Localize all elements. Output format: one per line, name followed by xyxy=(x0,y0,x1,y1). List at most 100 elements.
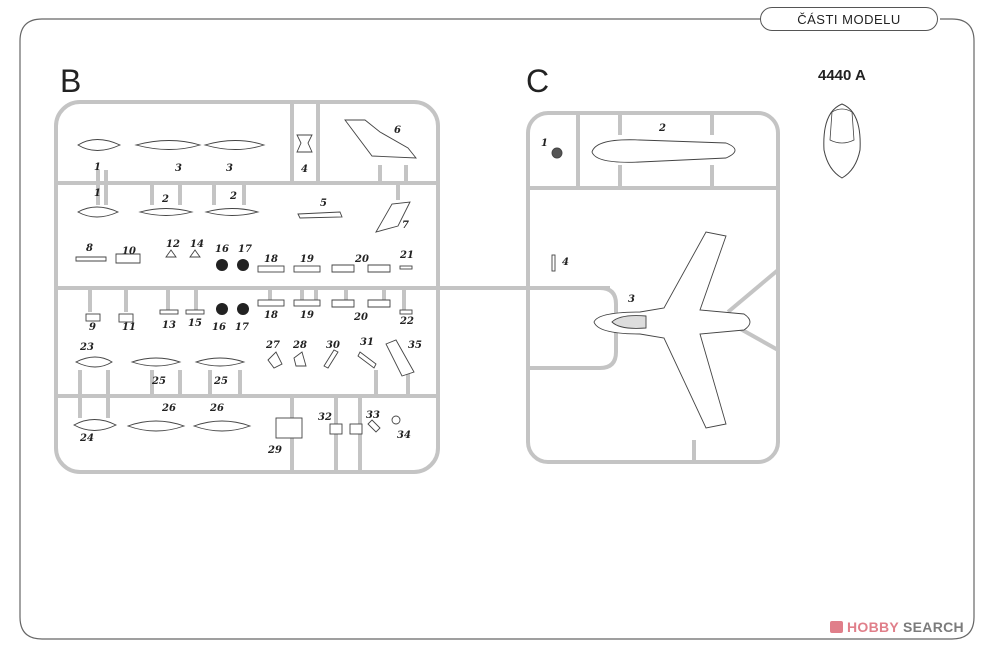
part-b35 xyxy=(385,339,415,377)
part-b19-lower xyxy=(293,299,321,307)
part-c4 xyxy=(551,254,556,272)
sprue-b-label: 20 xyxy=(353,312,368,323)
sprue-b-label: 12 xyxy=(166,239,180,250)
clear-part-code: 4440 A xyxy=(818,67,866,84)
sprue-c-label: 1 xyxy=(541,138,548,149)
part-b26-b xyxy=(192,420,252,432)
sprue-b-label: 11 xyxy=(122,322,136,333)
part-b33 xyxy=(367,419,381,433)
sprue-b-label: 29 xyxy=(267,445,282,456)
part-b9 xyxy=(85,313,101,322)
sprue-c-label: 3 xyxy=(628,294,635,305)
part-b8 xyxy=(75,256,107,262)
sprue-b-label: 3 xyxy=(175,163,182,174)
sprue-b-label: 34 xyxy=(397,430,411,441)
sprue-b-label: 35 xyxy=(408,340,422,351)
part-b32 xyxy=(329,423,343,435)
sprue-b-label: 25 xyxy=(213,376,228,387)
part-b18-lower xyxy=(257,299,285,307)
part-b31 xyxy=(357,351,377,369)
sprue-b-label: 22 xyxy=(399,316,414,327)
part-b13 xyxy=(159,309,179,315)
part-b20b-lower xyxy=(367,299,391,308)
sprue-b-label: 5 xyxy=(320,198,327,209)
sprue-b-label: 16 xyxy=(215,244,229,255)
sprue-b-label: 17 xyxy=(235,322,249,333)
watermark-brand: HOBBY xyxy=(847,619,899,635)
sprue-b-label: 13 xyxy=(162,320,176,331)
part-b20-lower xyxy=(331,299,355,308)
part-b15 xyxy=(185,309,205,315)
part-b5 xyxy=(297,211,343,219)
sprue-b-label: 28 xyxy=(292,340,307,351)
brand-logo-icon xyxy=(830,621,843,633)
sprue-b-label: 14 xyxy=(190,239,204,250)
part-b22 xyxy=(399,309,413,315)
sprue-b-label: 19 xyxy=(300,254,314,265)
sprue-b-label: 1 xyxy=(94,188,101,199)
sprue-b-label: 10 xyxy=(122,246,136,257)
part-b7 xyxy=(375,201,411,233)
sprue-b-label: 19 xyxy=(300,310,314,321)
part-b16-lower xyxy=(216,303,228,315)
part-b14 xyxy=(189,249,201,258)
part-b10 xyxy=(115,253,141,264)
sprue-b-label: 18 xyxy=(264,254,278,265)
sprue-b-label: 9 xyxy=(89,322,96,333)
canopy-frame-detail xyxy=(829,108,855,144)
sprue-b: B xyxy=(54,63,610,474)
sprue-b-label: 2 xyxy=(229,191,237,202)
sprue-b-label: 21 xyxy=(399,250,414,261)
sprue-b-label: 16 xyxy=(212,322,226,333)
part-b30 xyxy=(323,349,339,369)
sprue-b-label: 26 xyxy=(209,403,224,414)
part-b12 xyxy=(165,249,177,258)
part-b2-a xyxy=(138,208,194,216)
sprue-c-label: 2 xyxy=(658,123,666,134)
sprue-b-label: 26 xyxy=(161,403,176,414)
sprue-b-label: 30 xyxy=(326,340,340,351)
sprue-b-label: 33 xyxy=(366,410,380,421)
sprue-b-label: 27 xyxy=(265,340,280,351)
sprue-b-label: 20 xyxy=(354,254,369,265)
part-b19-upper xyxy=(293,265,321,273)
sprue-b-letter: B xyxy=(60,63,81,99)
part-c3-cockpit xyxy=(611,315,647,329)
sprue-b-label: 1 xyxy=(94,162,101,173)
sprue-b-label: 24 xyxy=(79,433,94,444)
part-b32b xyxy=(349,423,363,435)
part-b18-upper xyxy=(257,265,285,273)
sprue-b-label: 25 xyxy=(151,376,166,387)
part-c3-wing xyxy=(593,231,751,429)
part-b17-lower xyxy=(237,303,249,315)
part-b26-a xyxy=(126,420,186,432)
sprue-b-label: 23 xyxy=(79,342,94,353)
canopy-part xyxy=(823,103,861,179)
part-b20b-upper xyxy=(367,264,391,273)
part-b3-b xyxy=(203,140,266,150)
part-b25-a xyxy=(130,357,182,367)
watermark: HOBBY SEARCH xyxy=(830,619,964,639)
part-b17-upper xyxy=(237,259,249,271)
part-b25-b xyxy=(194,357,246,367)
part-b34 xyxy=(391,415,401,425)
part-b29 xyxy=(275,417,303,439)
part-b28 xyxy=(293,351,307,367)
sprue-b-label: 31 xyxy=(360,337,374,348)
part-b1-upper xyxy=(77,139,122,151)
part-c2-fuselage xyxy=(591,139,736,163)
part-b24 xyxy=(73,419,118,431)
part-b2-b xyxy=(204,208,260,216)
part-b23 xyxy=(74,356,113,368)
sprue-c-letter: C xyxy=(526,63,549,99)
section-title: ČÁSTI MODELU xyxy=(760,7,938,31)
watermark-rest: SEARCH xyxy=(903,619,964,635)
part-b6-fin xyxy=(344,119,417,159)
sprue-b-label: 32 xyxy=(318,412,332,423)
part-b3-a xyxy=(134,140,202,150)
part-b16-upper xyxy=(216,259,228,271)
part-b4 xyxy=(296,134,313,153)
part-b27 xyxy=(267,351,283,369)
sprue-b-label: 8 xyxy=(86,243,93,254)
